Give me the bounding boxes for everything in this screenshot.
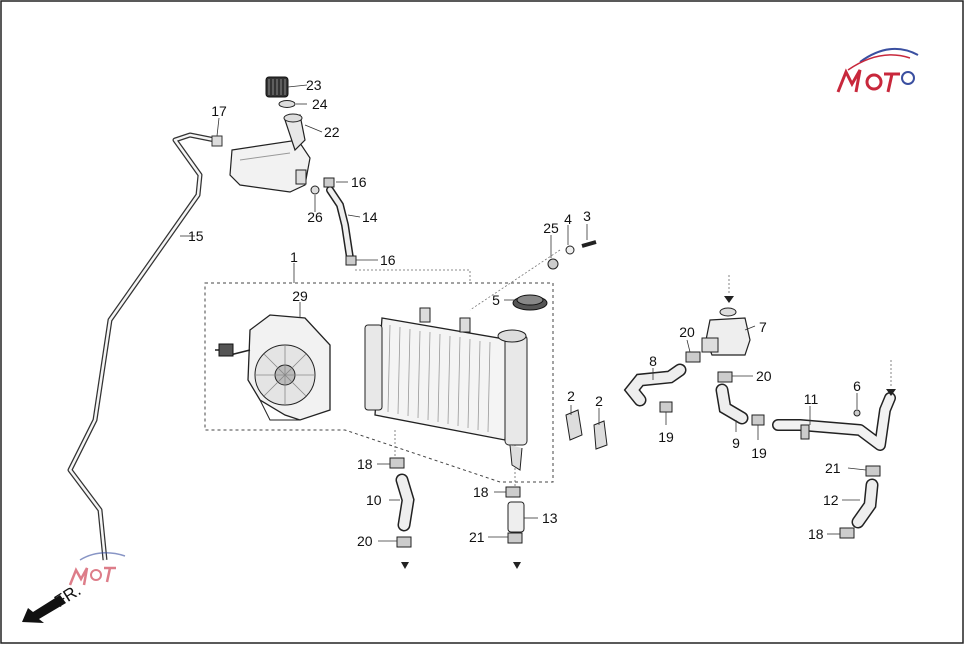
callout-24: 24	[312, 96, 328, 112]
moto-logo-icon	[68, 552, 126, 586]
callout-25: 25	[543, 220, 559, 236]
assembly-outline	[204, 282, 554, 483]
callout-16-top: 16	[351, 174, 367, 190]
hose-guide-line	[355, 269, 471, 283]
down-arrow-icon	[401, 296, 896, 569]
hose-9	[715, 383, 749, 425]
callout-18-right: 18	[808, 526, 824, 542]
bracket-2-left	[565, 409, 583, 441]
radiator-fan	[215, 314, 331, 421]
leader-lines	[180, 84, 867, 542]
washer-26	[310, 185, 320, 195]
callout-4: 4	[564, 211, 572, 227]
callout-7: 7	[759, 319, 767, 335]
hose-8	[623, 363, 687, 407]
hose-10	[395, 473, 415, 532]
callout-9: 9	[732, 435, 740, 451]
callout-19-left: 19	[658, 429, 674, 445]
callout-19-right: 19	[751, 445, 767, 461]
callout-5: 5	[492, 292, 500, 308]
reservoir-cap	[265, 76, 289, 98]
callout-1: 1	[290, 249, 298, 265]
callout-6: 6	[853, 378, 861, 394]
callout-15: 15	[188, 228, 204, 244]
thermostat-housing	[701, 307, 751, 356]
front-arrow-icon: FR.	[22, 581, 84, 623]
bolt-set	[547, 240, 597, 270]
callout-2-left: 2	[567, 388, 575, 404]
hose-12	[851, 478, 879, 529]
callout-8: 8	[649, 353, 657, 369]
callout-22: 22	[324, 124, 340, 140]
pipe-11	[772, 392, 896, 451]
callout-20-right: 20	[756, 368, 772, 384]
hose-clamp-16-bottom	[345, 255, 357, 266]
hose-13	[507, 501, 525, 533]
callout-12: 12	[823, 492, 839, 508]
bracket-2-right	[593, 420, 608, 450]
callout-17: 17	[211, 103, 227, 119]
callout-26: 26	[307, 209, 323, 225]
callout-labels: 1 29 23 24 22 17 15 26 14 16 16 25 4 3 5…	[188, 77, 861, 549]
callout-23: 23	[306, 77, 322, 93]
pipe-clip-17	[211, 135, 223, 147]
callout-10: 10	[366, 492, 382, 508]
callout-18-left: 18	[357, 456, 373, 472]
callout-21-right: 21	[825, 460, 841, 476]
callout-11: 11	[804, 391, 819, 407]
moto-logo-icon	[836, 47, 919, 93]
callout-20-top: 20	[679, 324, 695, 340]
reservoir-hose	[326, 186, 354, 262]
flow-dashes	[728, 275, 892, 388]
callout-3: 3	[583, 208, 591, 224]
bolt-6	[853, 409, 861, 417]
overflow-pipe	[67, 132, 216, 561]
hose-clamps	[389, 351, 881, 548]
callout-14: 14	[362, 209, 378, 225]
hose-clamp-16-top	[323, 177, 335, 188]
radiator-cap	[512, 294, 548, 311]
radiator	[364, 307, 528, 471]
cap-seal	[278, 100, 296, 108]
callout-2-right: 2	[595, 393, 603, 409]
reservoir-tank	[229, 113, 311, 193]
callout-29: 29	[292, 288, 308, 304]
callout-18-mid: 18	[473, 484, 489, 500]
callout-20-left: 20	[357, 533, 373, 549]
callout-21-mid: 21	[469, 529, 485, 545]
callout-16-bottom: 16	[380, 252, 396, 268]
callout-13: 13	[542, 510, 558, 526]
